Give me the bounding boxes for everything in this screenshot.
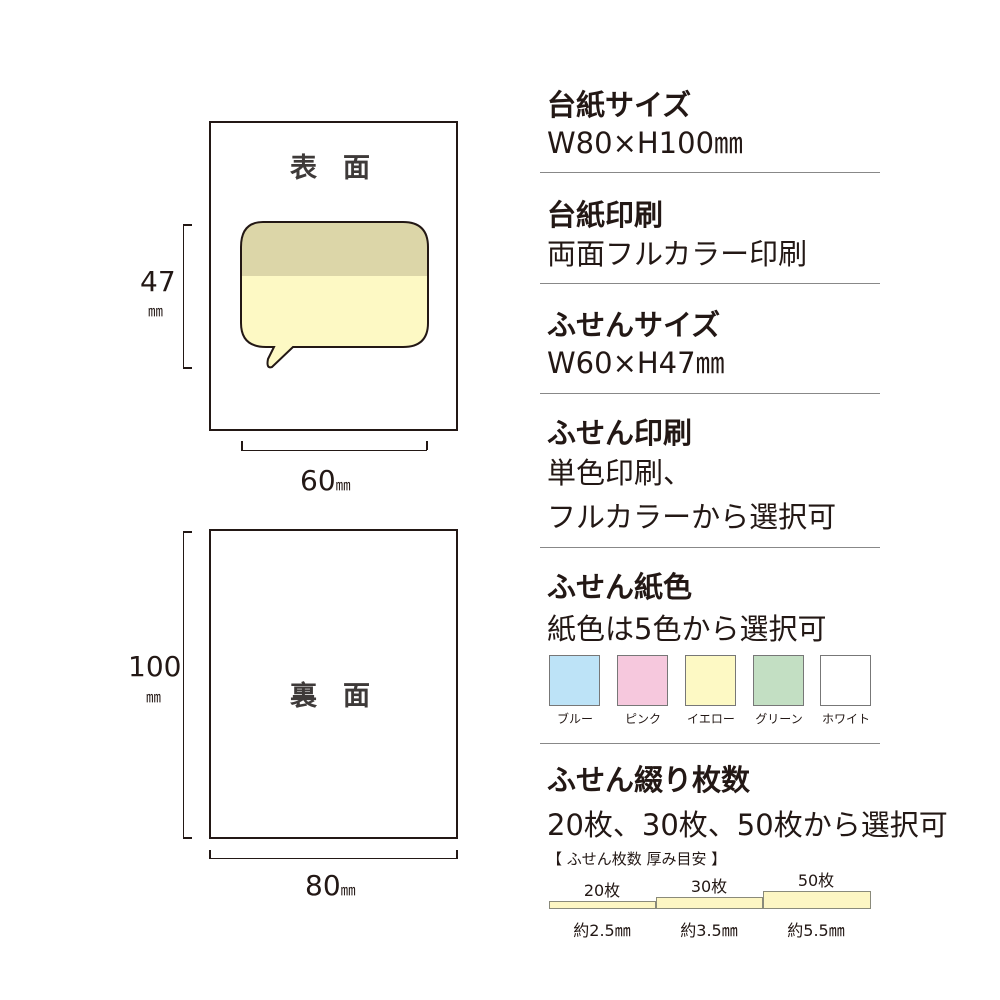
color-swatch (753, 655, 804, 706)
divider (540, 743, 880, 744)
thickness-label: 約5.5㎜ (787, 921, 845, 940)
front-label: 表面 (290, 153, 396, 184)
divider (540, 393, 880, 394)
thickness-label: 約3.5㎜ (680, 921, 738, 940)
spec-value: W80×H100㎜ (547, 126, 744, 160)
card-width-value: 80 (305, 869, 341, 902)
spec-value: 紙色は5色から選択可 (547, 612, 827, 646)
thickness-bar (656, 897, 763, 909)
height-dimension-line (183, 224, 184, 368)
spec-title: ふせん印刷 (547, 416, 693, 450)
spec-title: 台紙印刷 (547, 198, 664, 232)
spec-title: ふせん綴り枚数 (547, 763, 751, 797)
sheet-count-label: 20枚 (583, 881, 621, 900)
unit-label: ㎜ (148, 302, 164, 320)
color-swatch (617, 655, 668, 706)
color-swatch (685, 655, 736, 706)
divider (540, 547, 880, 548)
thickness-heading: 【 ふせん枚数 厚み目安 】 (547, 850, 727, 868)
spec-value: W60×H47㎜ (547, 346, 725, 380)
color-swatch (549, 655, 600, 706)
unit-label: ㎜ (146, 688, 162, 706)
color-swatch (820, 655, 871, 706)
thickness-bar (549, 901, 656, 909)
swatch-label: ピンク (624, 712, 661, 726)
sheet-count-label: 30枚 (690, 877, 728, 896)
swatch-label: グリーン (755, 712, 803, 726)
thickness-bar (763, 891, 871, 909)
back-label: 裏面 (290, 681, 396, 712)
swatch-label: イエロー (687, 712, 735, 726)
card-height-value: 100 (128, 650, 182, 683)
width-dimension-line (241, 450, 427, 451)
back-card (209, 529, 458, 839)
spec-value: 単色印刷、 (547, 456, 693, 490)
sheet-count-label: 50枚 (797, 871, 835, 890)
spec-title: ふせんサイズ (547, 308, 721, 342)
spec-value: 両面フルカラー印刷 (547, 237, 808, 271)
spec-value: 20枚、30枚、50枚から選択可 (547, 808, 948, 842)
swatch-label: ブルー (556, 712, 593, 726)
spec-title: ふせん紙色 (547, 570, 693, 604)
unit-label: ㎜ (340, 881, 356, 899)
spec-title: 台紙サイズ (547, 88, 692, 122)
swatch-label: ホワイト (821, 712, 870, 726)
spec-value: フルカラーから選択可 (547, 500, 837, 534)
card-height-dimension-line (183, 531, 184, 838)
note-width-value: 60 (300, 464, 336, 497)
sticky-note-speech-bubble (240, 221, 429, 369)
thickness-label: 約2.5㎜ (573, 921, 631, 940)
divider (540, 172, 880, 173)
divider (540, 283, 880, 284)
unit-label: ㎜ (335, 476, 351, 494)
card-width-dimension-line (209, 858, 457, 859)
note-height-value: 47 (140, 265, 176, 298)
